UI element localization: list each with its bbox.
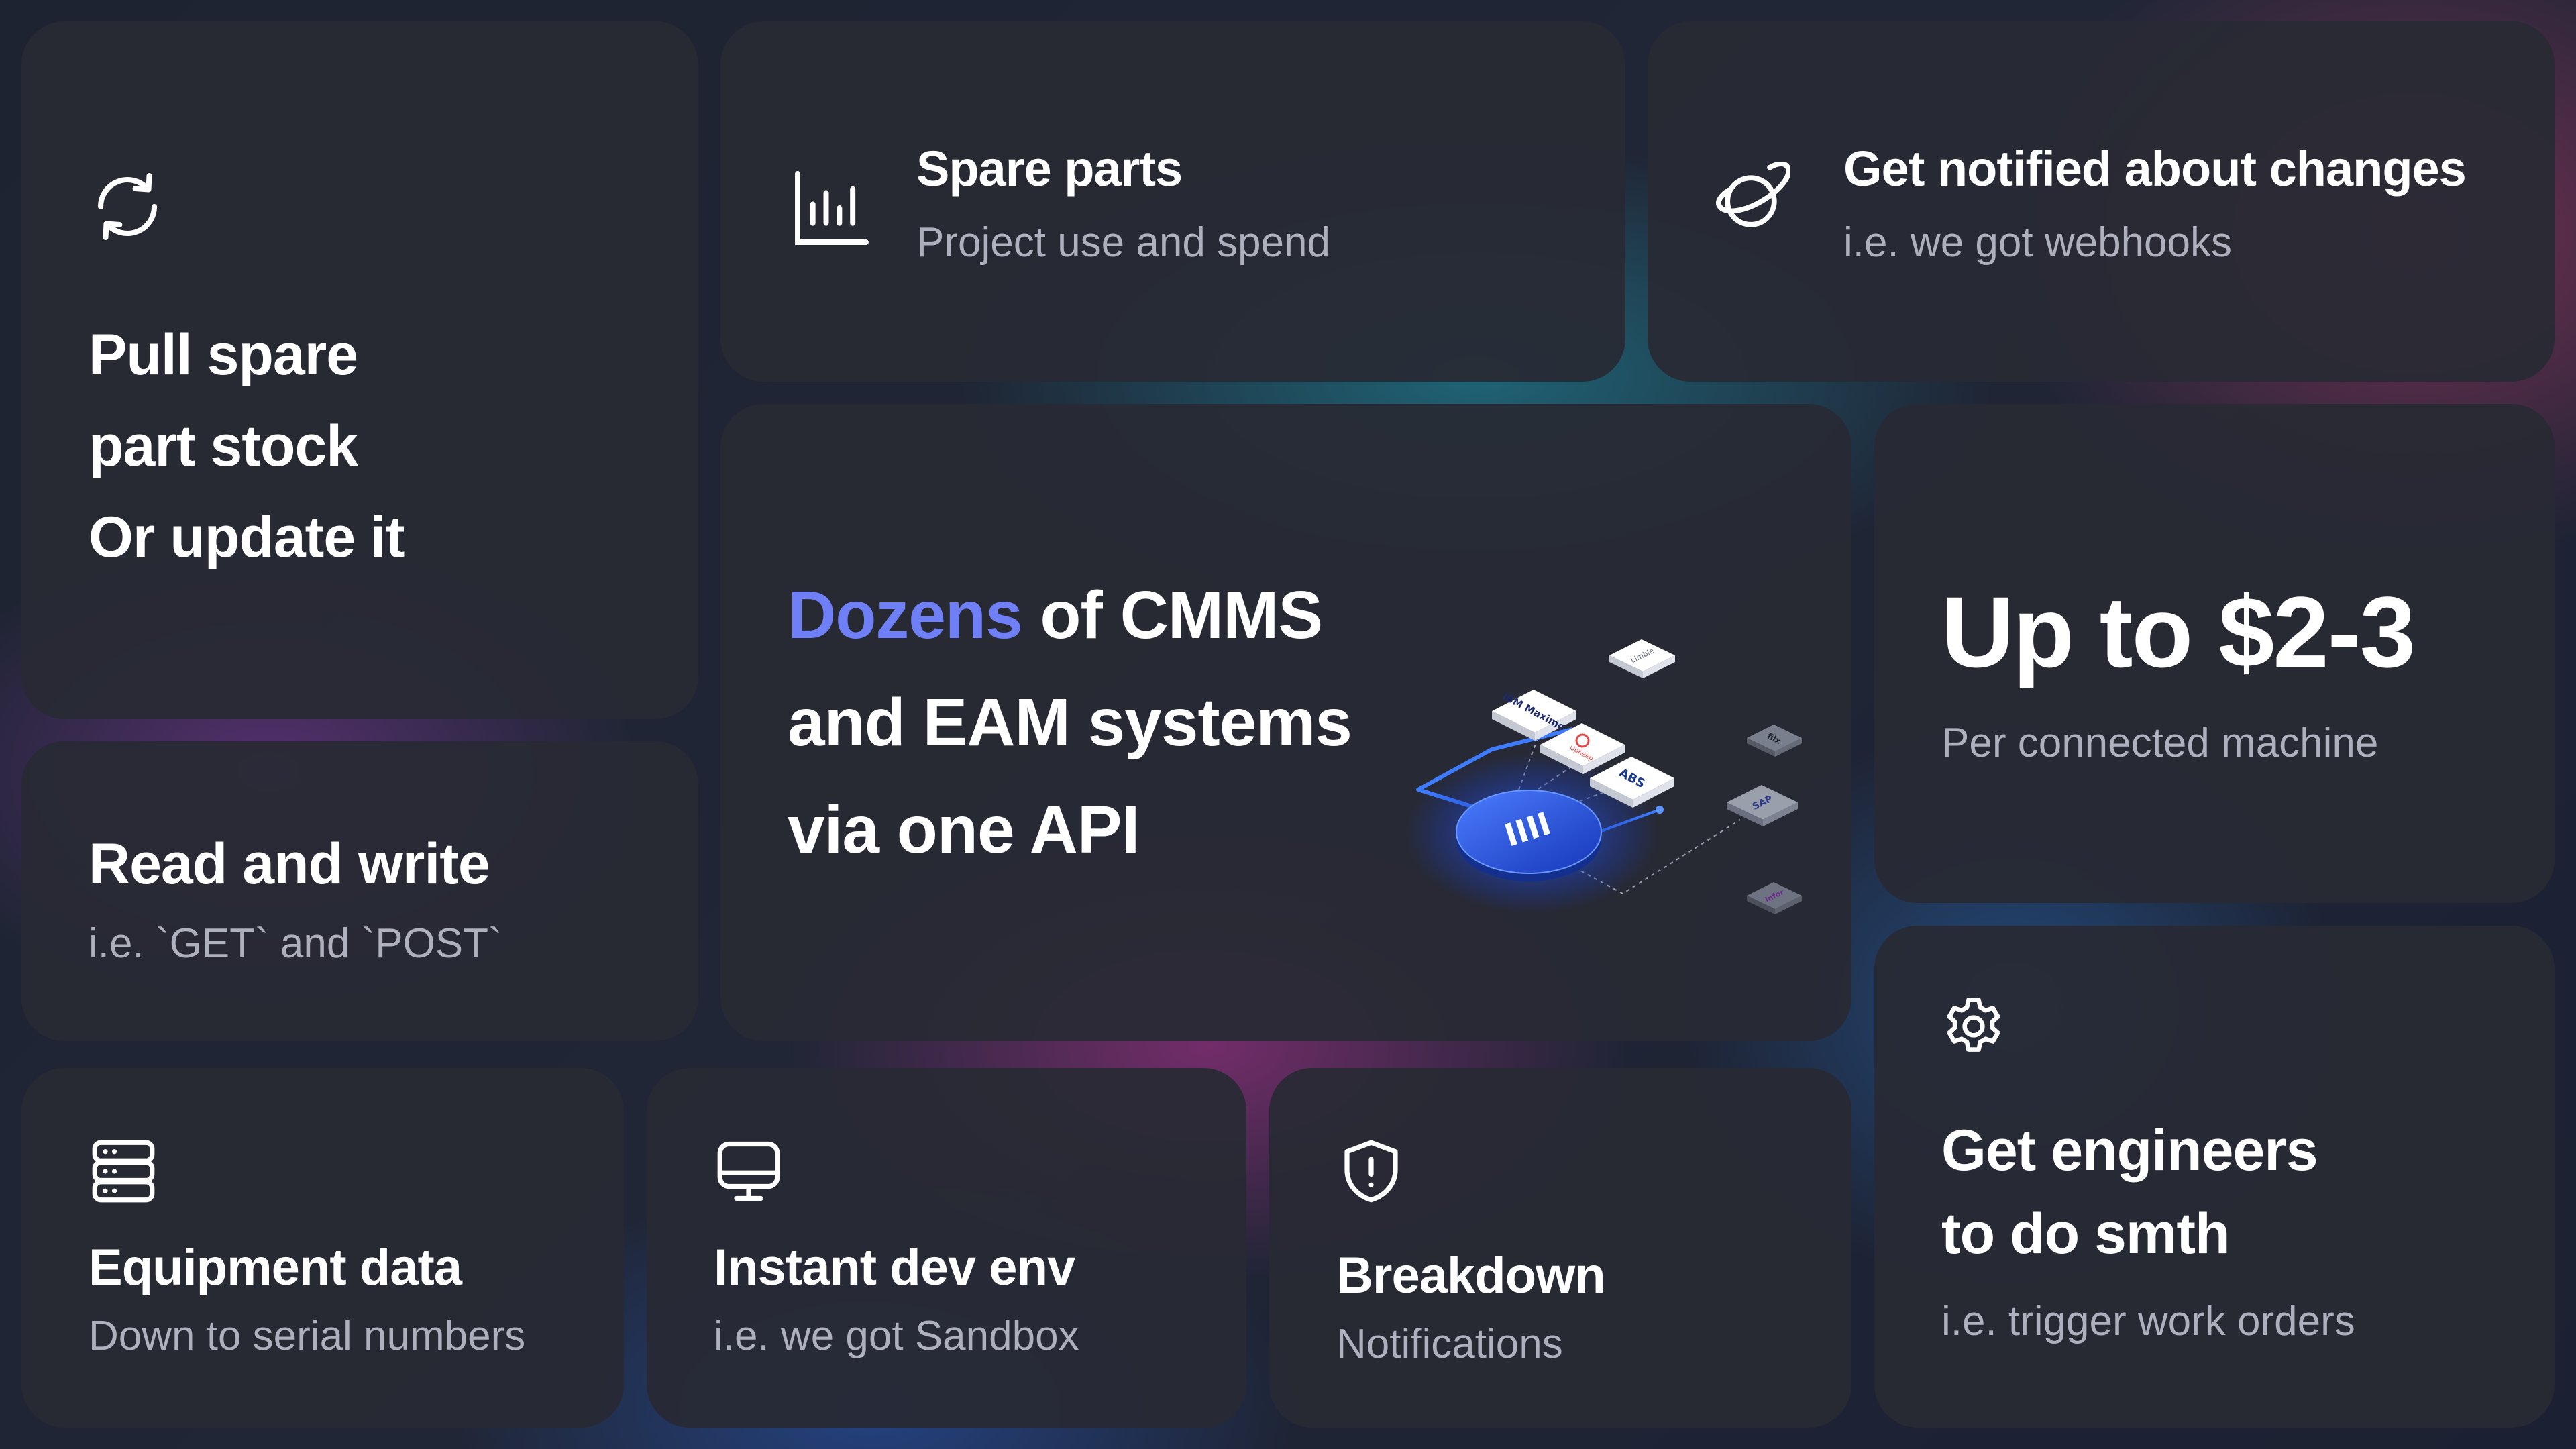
dozens-line-2: and EAM systems — [788, 685, 1352, 760]
spare-parts-title: Spare parts — [916, 141, 1183, 197]
pull-line-3: Or update it — [89, 505, 405, 570]
pull-line-1: Pull spare — [89, 323, 358, 387]
connector-dot — [1656, 806, 1664, 814]
database-icon — [87, 1135, 160, 1208]
dozens-line-1-rest: of CMMS — [1022, 578, 1323, 653]
dozens-line-3: via one API — [788, 792, 1140, 867]
card-spare-parts: Spare parts Project use and spend — [720, 21, 1625, 382]
dozens-line-1: Dozens of CMMS — [788, 572, 1323, 659]
price-subtitle: Per connected machine — [1941, 720, 2379, 766]
card-dozens-cmms: Dozens of CMMS and EAM systems via one A… — [720, 404, 1851, 1041]
tile-fiix: fiix — [1747, 724, 1802, 757]
tile-sap: SAP — [1727, 785, 1798, 826]
shield-alert-icon — [1335, 1135, 1407, 1208]
breakdown-title: Breakdown — [1336, 1247, 1606, 1304]
devenv-title: Instant dev env — [714, 1239, 1075, 1296]
card-pull-stock: Pull spare part stock Or update it — [21, 21, 698, 719]
dozens-highlight: Dozens — [788, 578, 1023, 653]
card-dev-env: Instant dev env i.e. we got Sandbox — [647, 1068, 1246, 1428]
integrations-illustration: IIII Limble IBM Maximo UpKeep ABS — [1405, 639, 1802, 914]
pull-line-2: part stock — [89, 414, 358, 478]
bar-chart-icon — [786, 162, 877, 254]
notified-title: Get notified about changes — [1843, 141, 2467, 197]
card-equipment-data: Equipment data Down to serial numbers — [21, 1068, 624, 1428]
tile-upkeep: UpKeep — [1540, 723, 1625, 774]
card-pricing: Up to $2-3 Per connected machine — [1874, 404, 2555, 903]
read-write-subtitle: i.e. `GET` and `POST` — [89, 920, 502, 967]
equipment-subtitle: Down to serial numbers — [89, 1313, 526, 1359]
tile-abs: ABS — [1590, 757, 1674, 808]
breakdown-subtitle: Notifications — [1336, 1321, 1563, 1367]
engineers-line-2: to do smth — [1941, 1201, 2230, 1266]
gear-icon — [1940, 993, 2007, 1060]
notified-subtitle: i.e. we got webhooks — [1843, 219, 2233, 266]
tile-limble: Limble — [1609, 639, 1675, 678]
equipment-title: Equipment data — [89, 1239, 462, 1296]
read-write-title: Read and write — [89, 832, 490, 896]
card-breakdown: Breakdown Notifications — [1269, 1068, 1851, 1428]
engineers-subtitle: i.e. trigger work orders — [1941, 1298, 2355, 1344]
card-engineers: Get engineers to do smth i.e. trigger wo… — [1874, 926, 2555, 1428]
card-read-write: Read and write i.e. `GET` and `POST` — [21, 741, 698, 1041]
spare-parts-subtitle: Project use and spend — [916, 219, 1330, 266]
monitor-icon — [712, 1135, 785, 1208]
tile-infor: Infor — [1747, 882, 1802, 914]
card-notified: Get notified about changes i.e. we got w… — [1648, 21, 2555, 382]
refresh-icon — [87, 166, 168, 247]
devenv-subtitle: i.e. we got Sandbox — [714, 1313, 1079, 1359]
hub-top — [1456, 790, 1602, 874]
planet-icon — [1712, 162, 1790, 240]
price-title: Up to $2-3 — [1941, 576, 2416, 688]
engineers-line-1: Get engineers — [1941, 1118, 2318, 1183]
